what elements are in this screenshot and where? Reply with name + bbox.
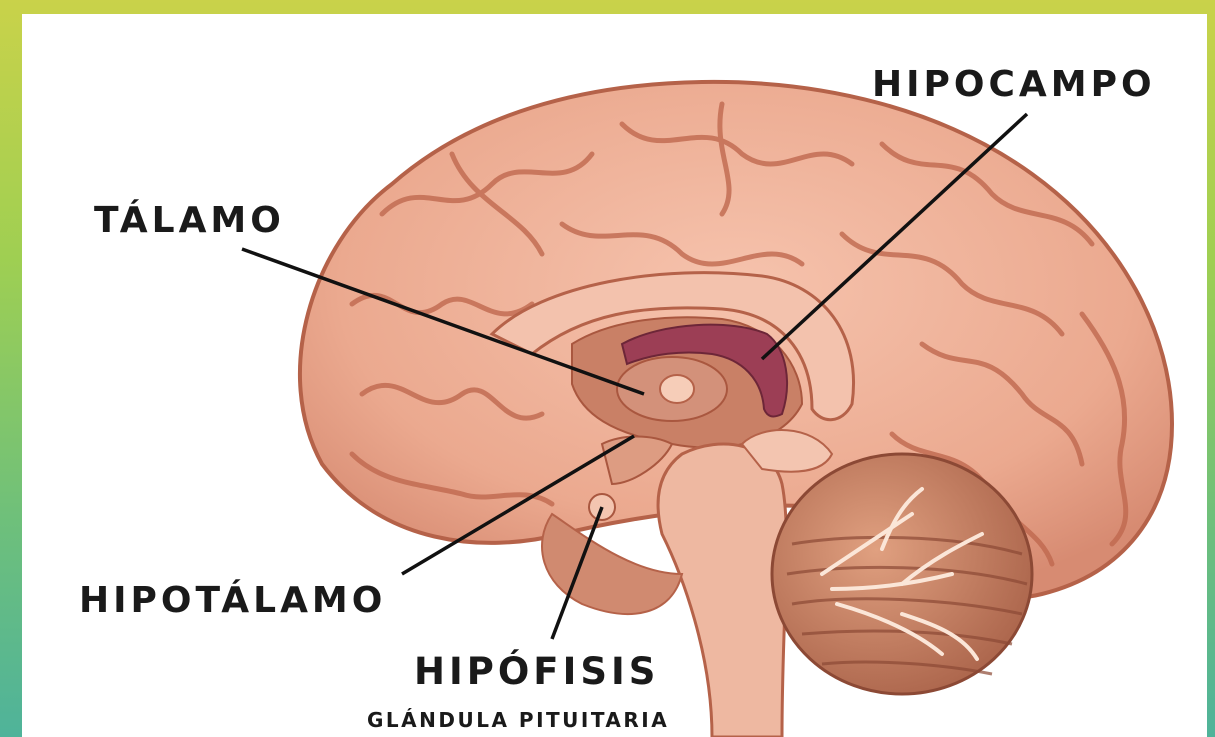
label-hipocampo: HIPOCAMPO	[872, 64, 1156, 105]
diagram-panel: HIPOCAMPO TÁLAMO HIPOTÁLAMO HIPÓFISIS GL…	[22, 14, 1207, 737]
brain-illustration	[22, 14, 1207, 737]
brainstem	[658, 444, 786, 737]
label-hipofisis: HIPÓFISIS	[414, 650, 659, 693]
label-hipotalamo: HIPOTÁLAMO	[79, 580, 386, 621]
cerebellum	[772, 454, 1032, 694]
label-talamo: TÁLAMO	[94, 200, 285, 241]
label-glandula-pituitaria: GLÁNDULA PITUITARIA	[367, 708, 669, 732]
